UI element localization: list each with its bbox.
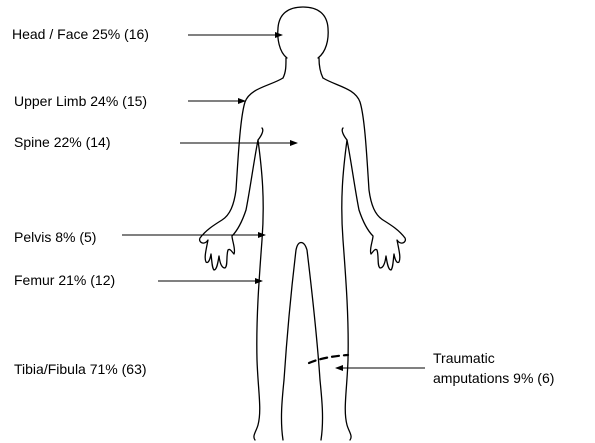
inner-arm-left — [258, 128, 263, 140]
label-spine: Spine 22% (14) — [14, 134, 111, 151]
label-femur: Femur 21% (12) — [14, 272, 115, 289]
label-traumatic-line1: Traumatic — [433, 348, 554, 368]
label-upper-limb: Upper Limb 24% (15) — [14, 93, 147, 110]
body-outline — [200, 7, 406, 440]
label-traumatic-amputations: Traumatic amputations 9% (6) — [433, 348, 554, 388]
inner-arm-right — [342, 128, 347, 140]
torso-outline — [200, 78, 406, 440]
label-head-face: Head / Face 25% (16) — [12, 26, 149, 43]
label-tibia-fibula: Tibia/Fibula 71% (63) — [14, 361, 147, 378]
amputation-line — [309, 355, 348, 363]
arrows — [122, 35, 425, 368]
label-pelvis: Pelvis 8% (5) — [14, 229, 96, 246]
label-traumatic-line2: amputations 9% (6) — [433, 368, 554, 388]
head-outline — [278, 7, 328, 78]
inner-legs — [281, 243, 322, 441]
